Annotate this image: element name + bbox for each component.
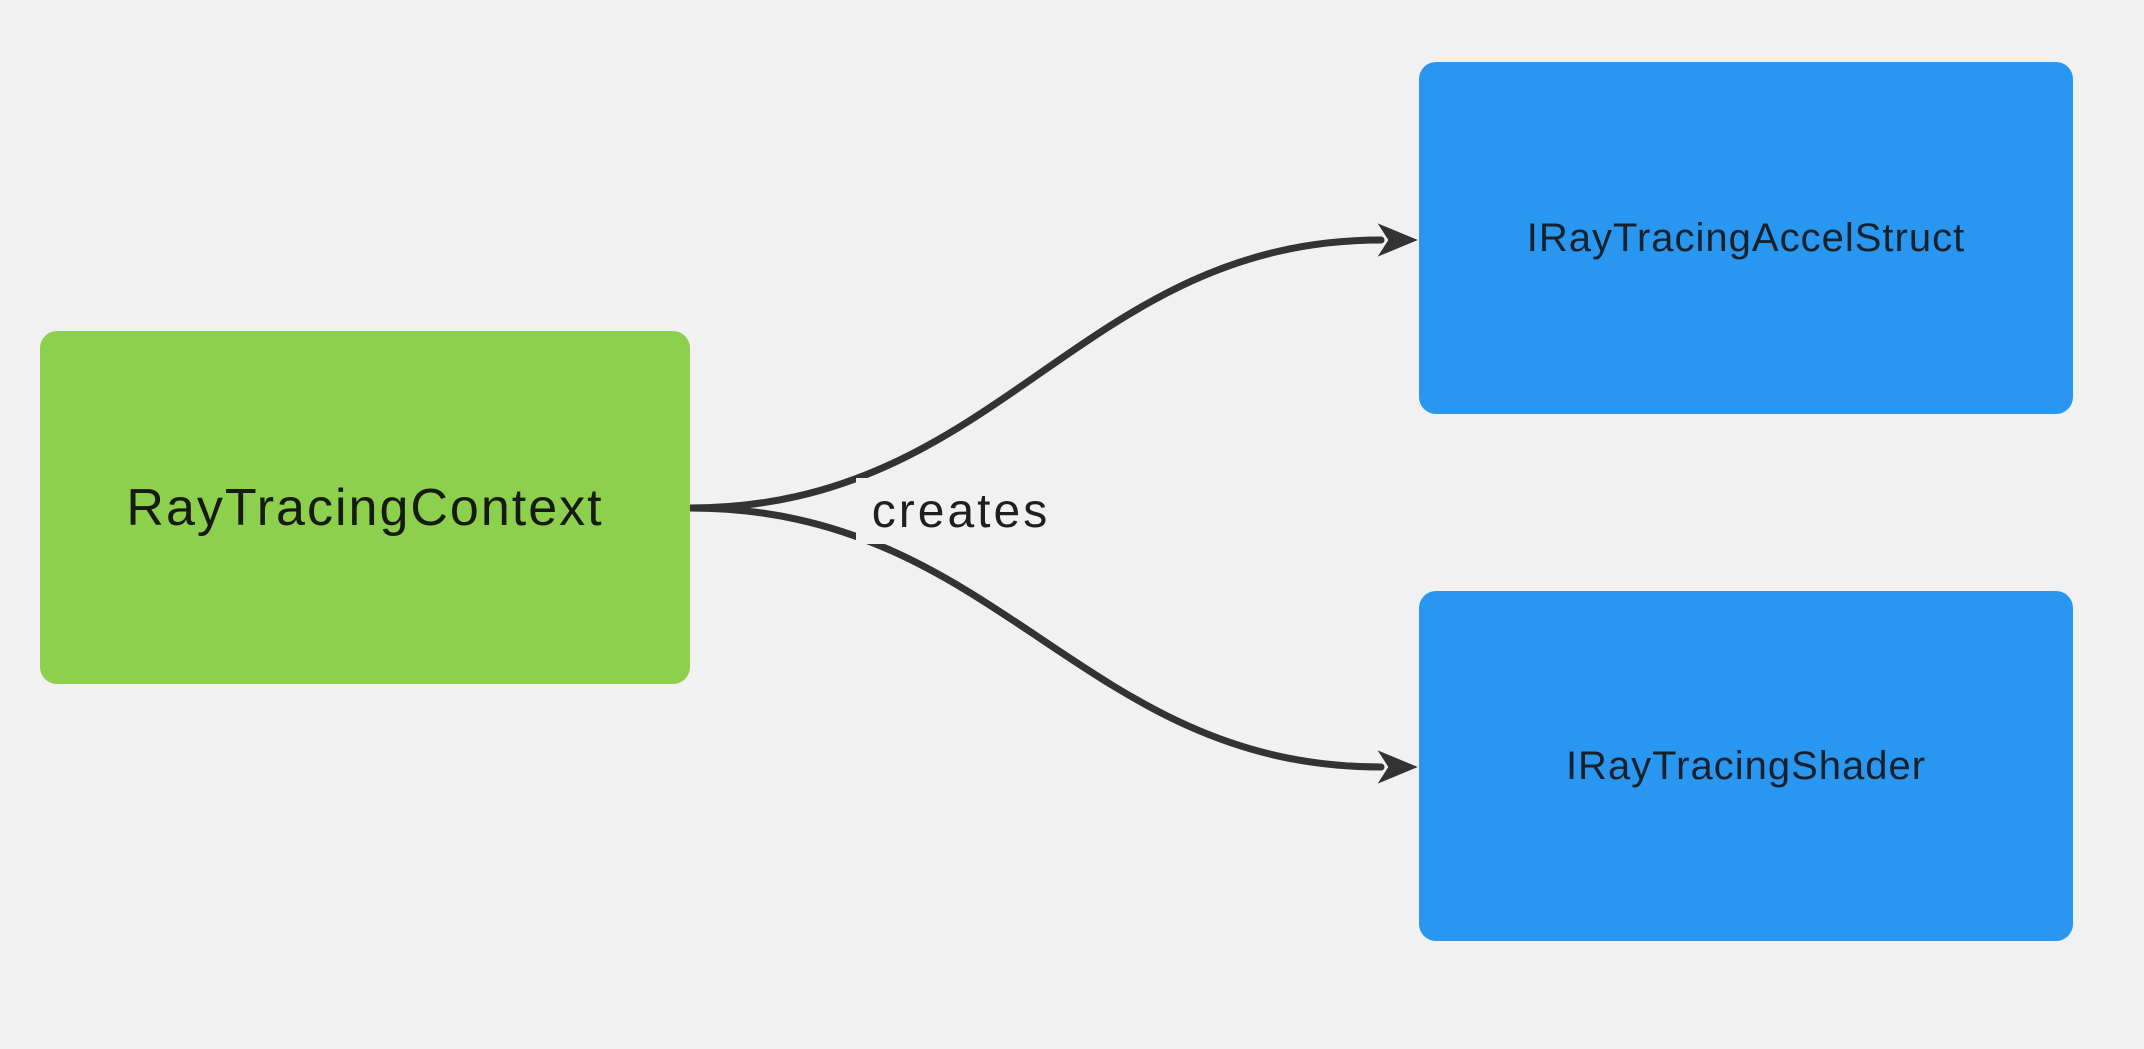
edge-label-creates-text: creates	[871, 484, 1051, 538]
node-iray-tracing-accel-struct: IRayTracingAccelStruct	[1419, 62, 2073, 414]
node-label-ray-tracing-context: RayTracingContext	[126, 478, 604, 537]
node-label-iray-tracing-shader: IRayTracingShader	[1565, 743, 1927, 788]
edge-creates-accelstruct	[686, 223, 1418, 512]
node-ray-tracing-context: RayTracingContext	[40, 331, 690, 684]
edge-creates-shader	[686, 504, 1418, 784]
edge-label-creates: creates	[856, 478, 1066, 544]
node-label-iray-tracing-accel-struct: IRayTracingAccelStruct	[1526, 215, 1966, 260]
node-iray-tracing-shader: IRayTracingShader	[1419, 591, 2073, 941]
